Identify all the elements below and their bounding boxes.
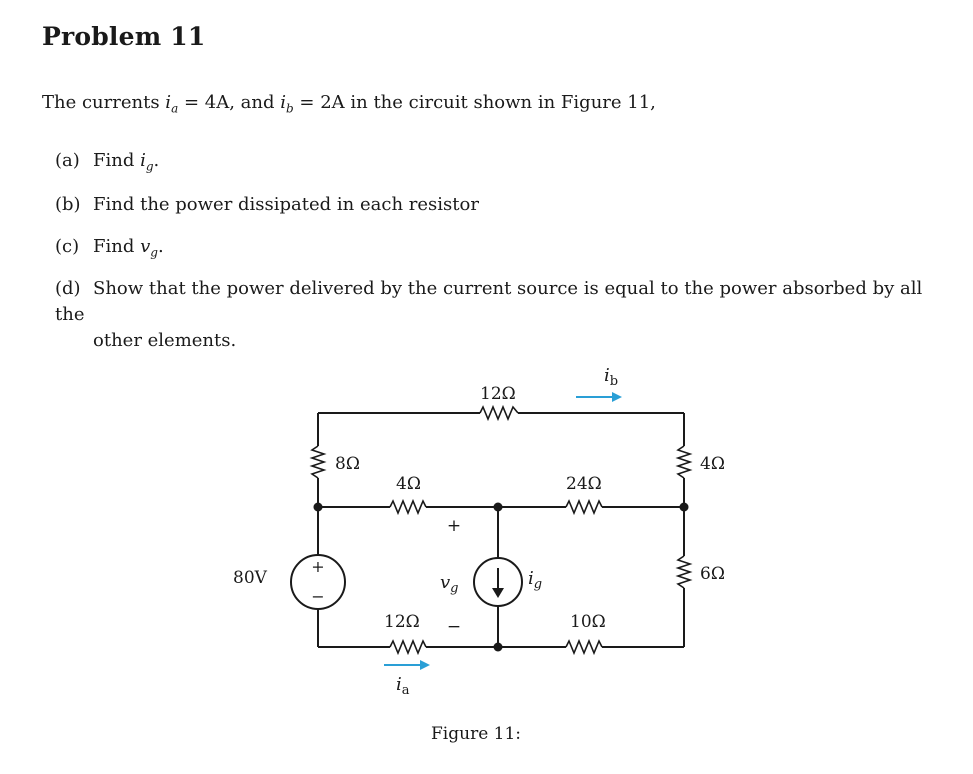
- ig-var: i: [528, 568, 534, 589]
- circuit-nodes: [313, 502, 689, 652]
- question-c-text: Find: [93, 236, 141, 257]
- intro-eq2: = 2A in the circuit shown in Figure 11,: [293, 92, 656, 113]
- question-d-continuation: other elements.: [93, 330, 237, 351]
- label-r-left-top: 8Ω: [335, 454, 360, 474]
- question-c-label: (c): [55, 236, 80, 257]
- label-r-right-top: 4Ω: [700, 454, 725, 474]
- question-b: (b) Find the power dissipated in each res…: [55, 194, 479, 215]
- resistor-mid-left-4: [389, 498, 427, 516]
- label-r-bot-right: 10Ω: [570, 612, 606, 632]
- question-a-sub: g: [145, 159, 154, 174]
- question-d-label: (d): [55, 278, 81, 299]
- resistor-right-bot-6: [675, 555, 693, 589]
- question-c: (c) Find vg.: [55, 236, 164, 260]
- problem-intro: The currents ia = 4A, and ib = 2A in the…: [42, 92, 656, 116]
- resistor-mid-right-24: [565, 498, 603, 516]
- circuit-wires: [317, 412, 685, 648]
- resistor-left-8: [309, 445, 327, 479]
- question-c-sub: g: [150, 245, 158, 260]
- node-left-top: [313, 502, 323, 512]
- question-d: (d)Show that the power delivered by the …: [55, 276, 935, 354]
- question-a-text: Find: [93, 150, 141, 171]
- label-r-bot-left: 12Ω: [384, 612, 420, 632]
- resistor-zigzags: [309, 404, 693, 656]
- vg-minus-sign: −: [447, 617, 461, 637]
- current-arrow-ib: [576, 392, 622, 402]
- question-b-label: (b): [55, 194, 81, 215]
- intro-eq1: = 4A, and: [178, 92, 281, 113]
- ia-label: ia: [396, 674, 410, 698]
- resistor-bot-right-10: [565, 638, 603, 656]
- current-source-arrow-head: [492, 588, 504, 598]
- ig-label: ig: [528, 568, 542, 592]
- ib-label: ib: [604, 365, 618, 389]
- ib-arrow-head: [612, 392, 622, 402]
- label-r-mid-left: 4Ω: [396, 474, 421, 494]
- question-a-end: .: [153, 150, 160, 171]
- vg-plus-sign: +: [447, 516, 461, 536]
- label-r-top: 12Ω: [480, 384, 516, 404]
- ib-sub: b: [610, 374, 618, 389]
- question-a: (a) Find ig.: [55, 150, 159, 174]
- question-a-var: i: [140, 150, 146, 171]
- ig-sub: g: [534, 577, 542, 592]
- node-right-top: [679, 502, 689, 512]
- voltage-source-plus: +: [311, 557, 324, 576]
- node-middle-top: [493, 502, 503, 512]
- voltage-source-symbol: [290, 554, 346, 610]
- resistor-bot-left-12: [389, 638, 427, 656]
- vg-label: vg: [440, 572, 459, 596]
- question-b-text: Find the power dissipated in each resist…: [93, 194, 479, 215]
- question-c-var: v: [140, 236, 151, 257]
- label-voltage-source: 80V: [233, 568, 268, 588]
- problem-title: Problem 11: [42, 22, 206, 51]
- intro-ib-sub: b: [285, 101, 294, 116]
- label-r-mid-right: 24Ω: [566, 474, 602, 494]
- resistor-top-12: [479, 404, 519, 422]
- label-r-right-bot: 6Ω: [700, 564, 725, 584]
- ia-sub: a: [402, 683, 410, 698]
- node-middle-bottom: [493, 642, 503, 652]
- question-c-end: .: [157, 236, 164, 257]
- question-a-label: (a): [55, 150, 80, 171]
- ia-var: i: [396, 674, 402, 695]
- current-arrow-ia: [384, 660, 430, 670]
- question-d-text: Show that the power delivered by the cur…: [55, 278, 923, 325]
- ib-var: i: [604, 365, 610, 386]
- figure-caption: Figure 11:: [431, 724, 521, 744]
- intro-ia-var: i: [165, 92, 172, 113]
- voltage-source-minus: −: [311, 587, 324, 606]
- intro-text-a: The currents: [42, 92, 166, 113]
- intro-ia-sub: a: [171, 101, 179, 116]
- vg-sub: g: [450, 581, 458, 596]
- intro-ib-var: i: [280, 92, 286, 113]
- resistor-right-4: [675, 445, 693, 479]
- ia-arrow-head: [420, 660, 430, 670]
- vg-var: v: [440, 572, 450, 593]
